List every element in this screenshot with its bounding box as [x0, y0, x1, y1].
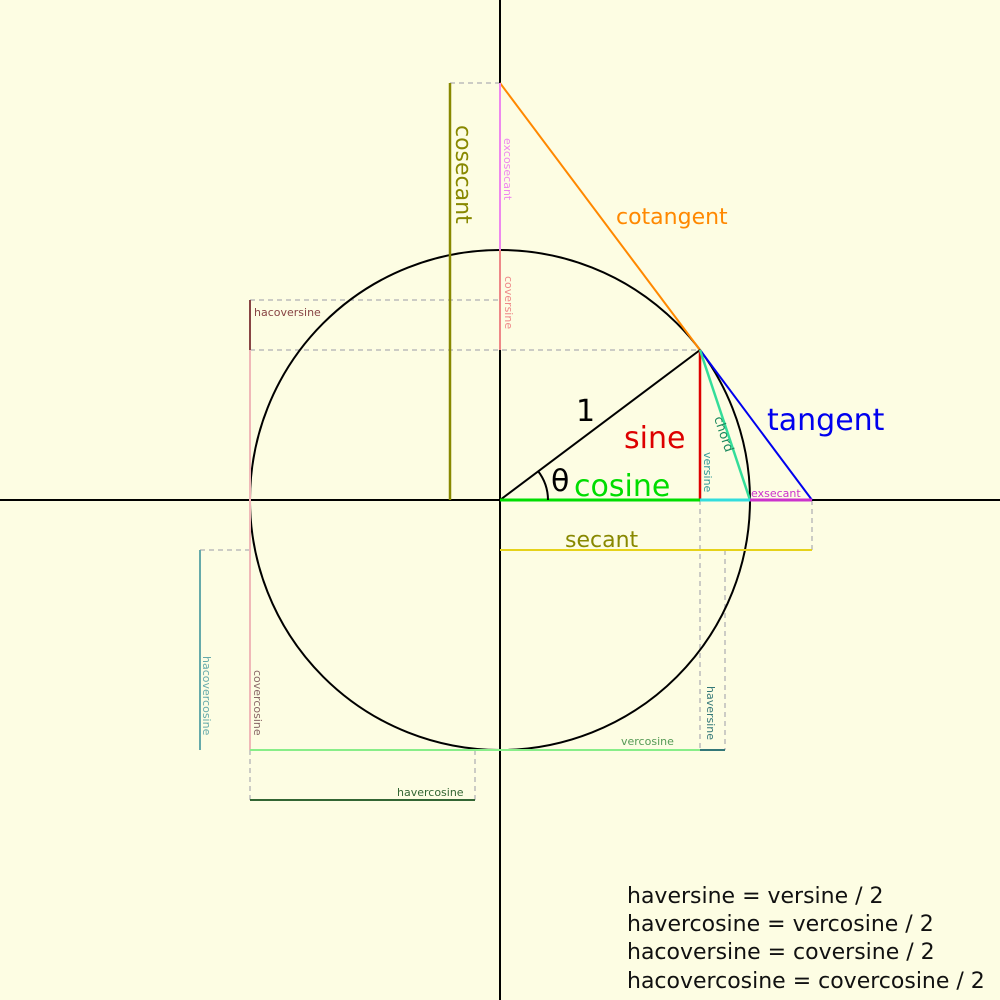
- coversine-label: coversine: [502, 276, 515, 329]
- formula-havercosine: havercosine = vercosine / 2: [627, 912, 934, 937]
- excosecant-label: excosecant: [501, 138, 514, 201]
- hacovercosine-label: hacovercosine: [200, 656, 213, 736]
- formula-hacovercosine: hacovercosine = covercosine / 2: [627, 969, 985, 994]
- chord-line: [698, 349, 752, 501]
- angle-symbol: θ: [551, 464, 569, 499]
- tangent-line: [699, 349, 813, 501]
- secant-label: secant: [565, 528, 639, 553]
- cosine-label: cosine: [574, 469, 670, 504]
- formula-haversine: haversine = versine / 2: [627, 884, 884, 909]
- covercosine-label: covercosine: [251, 670, 264, 736]
- vercosine-label: vercosine: [621, 735, 674, 748]
- sine-label: sine: [624, 421, 685, 456]
- versine-label: versine: [701, 452, 714, 493]
- cosecant-label: cosecant: [450, 125, 475, 224]
- radius-label: 1: [576, 394, 595, 429]
- havercosine-label: havercosine: [397, 786, 464, 799]
- cotangent-label: cotangent: [616, 205, 728, 230]
- radius-line: [499, 349, 701, 501]
- exsecant-label: exsecant: [751, 487, 801, 500]
- haversine-label: haversine: [704, 686, 717, 740]
- formula-hacoversine: hacoversine = coversine / 2: [627, 940, 935, 965]
- formula-block: haversine = versine / 2 havercosine = ve…: [627, 884, 985, 994]
- hacoversine-label: hacoversine: [254, 306, 321, 319]
- cotangent-line: [499, 82, 701, 351]
- angle-arc: [537, 470, 549, 501]
- tangent-label: tangent: [767, 403, 885, 438]
